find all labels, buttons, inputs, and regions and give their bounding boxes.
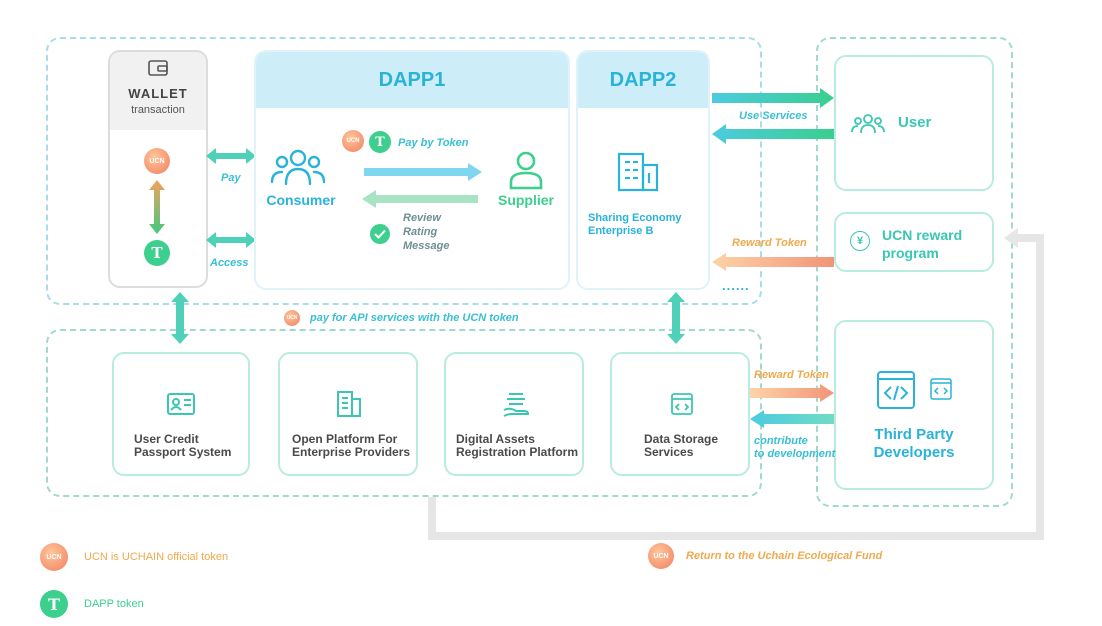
review-label-line1: Review xyxy=(403,212,441,224)
enterprise-label-line2: Enterprise B xyxy=(588,225,654,237)
platform-card-credit-passport: User Credit Passport System xyxy=(112,352,250,476)
consumer-label: Consumer xyxy=(266,192,336,208)
yen-coin-icon: ¥ xyxy=(850,231,870,251)
platform-label-line2: Registration Platform xyxy=(456,445,579,459)
user-label: User xyxy=(898,114,932,131)
developers-label-line1: Third Party xyxy=(874,426,954,443)
dapp2-platform-arrow xyxy=(667,292,685,344)
reward-token-label-bottom: Reward Token xyxy=(754,369,829,381)
platform-label-line1: Data Storage xyxy=(644,432,719,446)
dapp-token-coin-icon: T xyxy=(144,240,170,266)
reward-token-label-top: Reward Token xyxy=(732,237,807,249)
pay-arrow xyxy=(206,148,256,164)
feedback-arrow xyxy=(362,190,478,208)
access-label: Access xyxy=(210,257,249,269)
platform-card-digital-assets: Digital Assets Registration Platform xyxy=(444,352,584,476)
supplier-label: Supplier xyxy=(497,192,554,208)
legend-ucn-icon: UCN xyxy=(40,543,68,571)
platform-card-data-storage: Data Storage Services xyxy=(610,352,750,476)
user-group-icon xyxy=(851,114,885,134)
platform-label-line2: Services xyxy=(644,445,694,459)
review-label-line3: Message xyxy=(403,240,450,252)
dapp2-panel: DAPP2 xyxy=(576,50,710,290)
ucn-coin-icon: UCN xyxy=(342,130,364,152)
contribute-arrow xyxy=(750,410,834,428)
legend-ucn-label: UCN is UCHAIN official token xyxy=(84,551,229,563)
exchange-arrow-icon xyxy=(149,180,165,234)
api-pay-label: pay for API services with the UCN token xyxy=(310,312,519,324)
ucn-coin-icon: UCN xyxy=(284,310,300,326)
code-window-icon xyxy=(877,371,915,409)
use-services-arrow-right xyxy=(712,88,834,108)
dapp2-title: DAPP2 xyxy=(578,52,708,108)
wallet-header xyxy=(110,52,206,130)
platform-label-line1: User Credit xyxy=(134,432,199,446)
wallet-subtitle: transaction xyxy=(131,104,185,116)
fund-label: Return to the Uchain Ecological Fund xyxy=(686,550,883,562)
dapp-ecosystem-region xyxy=(46,37,762,305)
reward-token-arrow-top xyxy=(712,253,834,271)
building-icon xyxy=(337,391,361,417)
reward-program-card: ¥ UCN reward program xyxy=(834,212,994,272)
developers-card: Third Party Developers xyxy=(834,320,994,490)
platform-card-open-platform: Open Platform For Enterprise Providers xyxy=(278,352,418,476)
platform-label-line1: Digital Assets xyxy=(456,432,535,446)
code-window-icon xyxy=(671,393,693,415)
contribute-label-line1: contribute xyxy=(754,435,808,447)
enterprise-label-line1: Sharing Economy xyxy=(588,212,682,224)
small-code-window-icon xyxy=(930,378,952,400)
external-participants-region xyxy=(816,37,1013,507)
wallet-platform-arrow xyxy=(171,292,189,344)
legend-token-icon: T xyxy=(40,590,68,618)
wallet-icon xyxy=(148,60,168,76)
dapp-token-coin-icon: T xyxy=(369,131,391,153)
platform-label-line1: Open Platform For xyxy=(292,432,398,446)
more-dapps-ellipsis: ...... xyxy=(722,278,750,293)
use-services-label: Use Services xyxy=(739,110,808,122)
hand-coins-icon xyxy=(503,393,530,417)
review-label-line2: Rating xyxy=(403,226,438,238)
access-arrow xyxy=(206,232,256,248)
wallet-title: WALLET xyxy=(128,86,188,101)
reward-label-line2: program xyxy=(882,245,939,261)
contribute-label-line2: to development xyxy=(754,448,836,460)
platform-label-line2: Enterprise Providers xyxy=(292,445,411,459)
developers-label-line2: Developers xyxy=(873,444,955,461)
ucn-coin-icon: UCN xyxy=(648,543,674,569)
legend-token-label: DAPP token xyxy=(84,598,144,610)
id-card-icon xyxy=(167,393,195,415)
reward-label-line1: UCN reward xyxy=(882,227,963,243)
pay-label: Pay xyxy=(221,172,241,184)
user-card: User xyxy=(834,55,994,191)
ucn-coin-icon: UCN xyxy=(144,148,170,174)
pay-by-token-label: Pay by Token xyxy=(398,137,469,149)
platform-label-line2: Passport System xyxy=(134,445,232,459)
use-services-arrow-left xyxy=(712,124,834,144)
dapp1-title: DAPP1 xyxy=(256,52,568,108)
enterprise-building-icon xyxy=(617,152,659,192)
check-icon xyxy=(370,224,390,244)
reward-token-arrow-bottom xyxy=(750,384,834,402)
pay-token-arrow xyxy=(364,163,482,181)
consumer-icon xyxy=(270,149,326,186)
supplier-icon xyxy=(509,151,543,190)
wallet-panel: WALLET transaction UCN T xyxy=(108,50,208,288)
